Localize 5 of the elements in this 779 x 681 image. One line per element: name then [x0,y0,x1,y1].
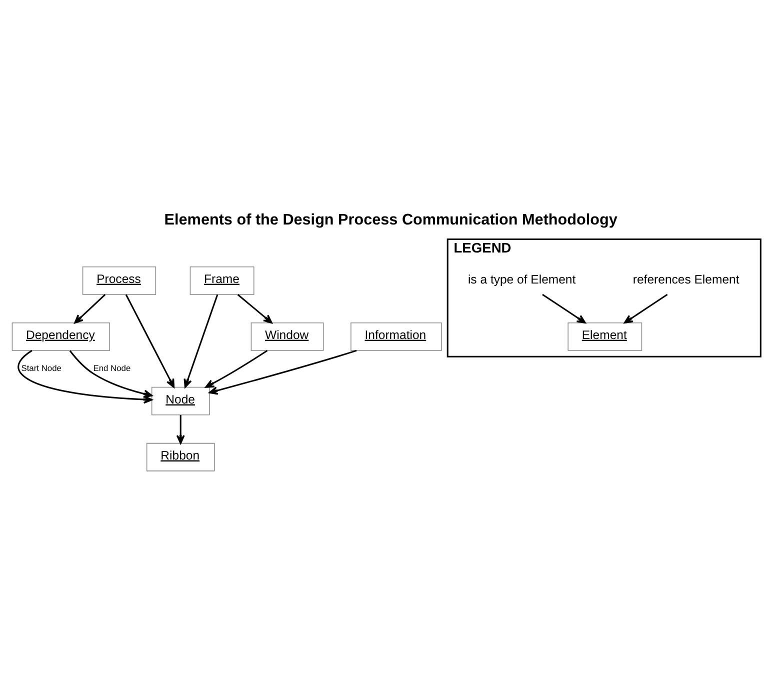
edge-label: Start Node [21,363,62,374]
edge-label: End Node [93,363,131,374]
diagram-title: Elements of the Design Process Communication Methodology [164,212,618,229]
node-text: is a type of Element [468,272,576,287]
node-text: references Element [632,272,740,287]
